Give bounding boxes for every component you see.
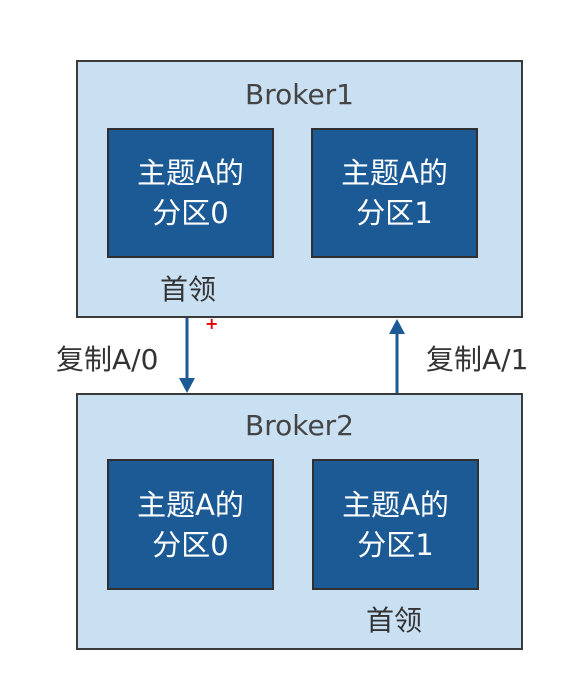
partition-line2: 分区1 bbox=[356, 196, 433, 230]
broker2-box: Broker2 主题A的 分区0 主题A的 分区1 首领 bbox=[76, 393, 523, 650]
broker2-partition1: 主题A的 分区1 bbox=[312, 459, 479, 590]
broker2-partition0: 主题A的 分区0 bbox=[107, 459, 274, 590]
broker1-leader-label: 首领 bbox=[160, 273, 217, 306]
partition-line1: 主题A的 bbox=[342, 487, 449, 522]
broker1-partition0: 主题A的 分区0 bbox=[107, 128, 274, 258]
crosshair-cursor-icon: + bbox=[205, 314, 219, 333]
partition-line1: 主题A的 bbox=[341, 156, 448, 190]
broker1-title: Broker1 bbox=[244, 78, 354, 111]
partition-line2: 分区0 bbox=[152, 196, 229, 230]
partition-line2: 分区1 bbox=[357, 527, 434, 562]
broker1-partition1: 主题A的 分区1 bbox=[311, 128, 478, 258]
replicate-down-arrow bbox=[179, 318, 195, 393]
replicate-down-label: 复制A/0 bbox=[56, 343, 159, 376]
partition-line1: 主题A的 bbox=[137, 156, 244, 190]
partition-line2: 分区0 bbox=[152, 527, 229, 562]
partition-line1: 主题A的 bbox=[137, 487, 244, 522]
replicate-up-arrow bbox=[389, 319, 405, 393]
broker2-leader-label: 首领 bbox=[366, 604, 423, 637]
replicate-up-label: 复制A/1 bbox=[426, 343, 529, 376]
broker2-title: Broker2 bbox=[244, 409, 354, 442]
broker1-box: Broker1 主题A的 分区0 主题A的 分区1 首领 bbox=[76, 60, 523, 318]
